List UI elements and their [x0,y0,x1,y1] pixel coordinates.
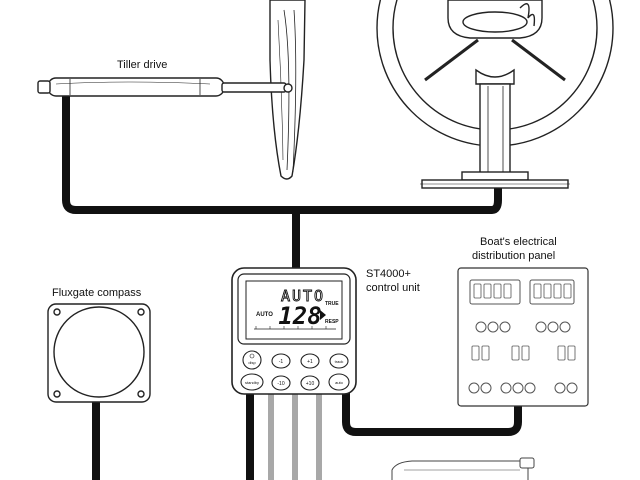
plus-10-button-label: +10 [306,381,315,387]
standby-button[interactable]: standby [240,373,264,391]
power-cable [342,386,522,436]
panel-label-line1: Boat's electrical [480,236,557,248]
track-button[interactable]: track [329,353,349,369]
tiller-wheel-cable [62,96,502,214]
wheel-pilot [376,0,614,189]
control-unit-body [231,267,357,395]
plus-1-button[interactable]: +1 [300,353,320,369]
minus-10-button[interactable]: -10 [271,375,291,391]
bottom-drive-unit [391,457,535,480]
plus-10-button[interactable]: +10 [300,375,320,391]
distribution-panel [457,267,589,407]
control-unit-label-line2: control unit [366,282,420,294]
fluxgate-compass-label: Fluxgate compass [52,287,142,299]
standby-button-label: standby [245,380,259,385]
tiller-drive-label: Tiller drive [117,59,168,71]
disp-button-label: disp [248,360,256,365]
lcd-mode-text: AUTO [281,287,325,305]
auto-button-label: auto [335,380,344,385]
minus-1-button-label: -1 [279,359,284,365]
plus-1-button-label: +1 [307,359,313,365]
panel-label-line2: distribution panel [472,250,556,262]
tiller-drive [37,77,293,97]
lcd-heading-readout: 128 [278,302,321,330]
minus-10-button-label: -10 [277,381,284,387]
auto-button[interactable]: auto [328,373,350,391]
control-unit-label-line1: ST4000+ [366,268,411,280]
disp-button[interactable]: disp [242,350,262,370]
gray-cables [268,392,322,480]
fluxgate-compass [47,303,151,403]
lcd-true-indicator: TRUE [325,301,339,307]
track-button-label: track [335,359,344,364]
lcd-resp-indicator: RESP [325,319,339,325]
minus-1-button[interactable]: -1 [271,353,291,369]
lcd-auto-indicator: AUTO [256,312,273,318]
main-cables [62,96,522,480]
